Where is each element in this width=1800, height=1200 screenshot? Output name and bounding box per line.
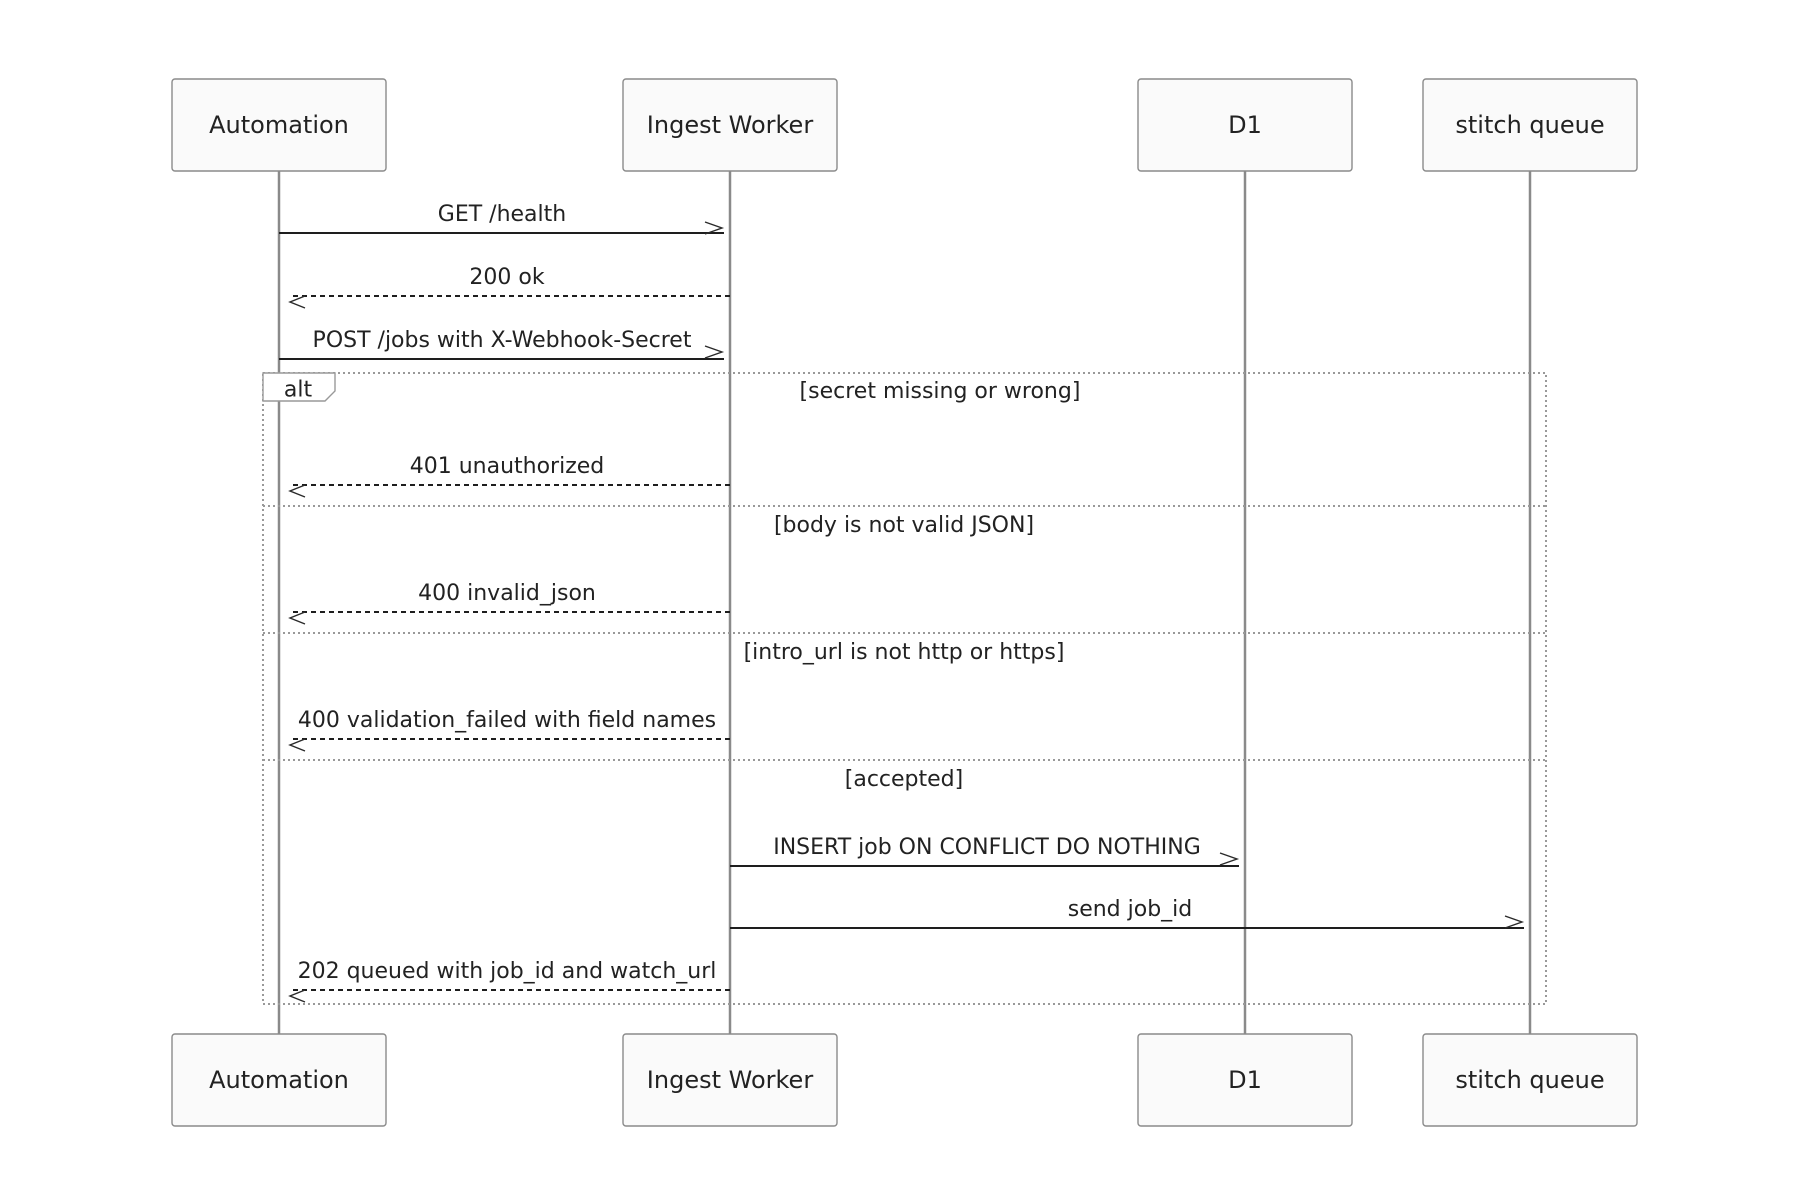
participants-top: Automation Ingest Worker D1 stitch queue — [171, 78, 1638, 172]
alt-frame: alt [secret missing or wrong] [body is n… — [262, 372, 1547, 1005]
participant-box — [171, 1033, 387, 1127]
message-send-job-id: send job_id — [730, 897, 1525, 929]
message-400-invalid-json: 400 invalid_json — [288, 581, 730, 625]
participant-stitch-queue: stitch queue — [1422, 1033, 1638, 1127]
alt-frame-label: alt — [284, 378, 313, 403]
participant-d1: D1 — [1137, 78, 1353, 172]
message-label: send job_id — [1068, 897, 1193, 922]
lifelines — [277, 171, 1532, 1034]
participant-box — [1422, 78, 1638, 172]
participant-box — [622, 78, 838, 172]
message-label: POST /jobs with X-Webhook-Secret — [313, 328, 692, 353]
participant-ingest-worker: Ingest Worker — [622, 78, 838, 172]
arrowhead-icon — [704, 345, 725, 359]
participant-label: stitch queue — [1455, 1066, 1604, 1094]
alt-guard-condition: [body is not valid JSON] — [774, 513, 1034, 538]
participant-box — [1422, 1033, 1638, 1127]
arrowhead-icon — [1219, 852, 1240, 866]
arrowhead-icon — [288, 738, 306, 752]
message-label: 202 queued with job_id and watch_url — [298, 959, 717, 984]
arrowhead-icon — [288, 484, 306, 498]
message-insert-job: INSERT job ON CONFLICT DO NOTHING — [730, 835, 1240, 867]
participants-bottom: Automation Ingest Worker D1 stitch queue — [171, 1033, 1638, 1127]
message-label: 401 unauthorized — [410, 454, 605, 479]
message-400-validation-failed: 400 validation_failed with field names — [288, 708, 730, 752]
alt-frame-border — [262, 372, 1547, 1005]
participant-box — [622, 1033, 838, 1127]
arrowhead-icon — [288, 611, 306, 625]
participant-label: Automation — [209, 111, 349, 139]
arrowhead-icon — [704, 221, 725, 235]
message-label: 200 ok — [469, 265, 544, 290]
alt-frame-tab — [262, 372, 336, 402]
message-post-jobs: POST /jobs with X-Webhook-Secret — [279, 328, 725, 360]
participant-box — [1137, 1033, 1353, 1127]
alt-guard-condition: [accepted] — [845, 767, 963, 792]
participant-label: stitch queue — [1455, 111, 1604, 139]
alt-guard-condition: [intro_url is not http or https] — [744, 640, 1065, 665]
message-label: GET /health — [438, 202, 566, 227]
message-401-unauthorized: 401 unauthorized — [288, 454, 730, 498]
participant-label: Ingest Worker — [647, 111, 814, 139]
message-200-ok: 200 ok — [288, 265, 730, 309]
alt-guard-condition: [secret missing or wrong] — [800, 379, 1081, 404]
participant-d1: D1 — [1137, 1033, 1353, 1127]
participant-label: Ingest Worker — [647, 1066, 814, 1094]
participant-label: D1 — [1228, 111, 1262, 139]
message-label: 400 validation_failed with field names — [298, 708, 716, 733]
message-get-health: GET /health — [279, 202, 725, 235]
participant-stitch-queue: stitch queue — [1422, 78, 1638, 172]
arrowhead-icon — [288, 989, 306, 1003]
participant-ingest-worker: Ingest Worker — [622, 1033, 838, 1127]
arrowhead-icon — [288, 295, 306, 309]
message-202-queued: 202 queued with job_id and watch_url — [288, 959, 730, 1003]
participant-box — [1137, 78, 1353, 172]
participant-automation: Automation — [171, 78, 387, 172]
arrowhead-icon — [1504, 915, 1525, 929]
message-label: INSERT job ON CONFLICT DO NOTHING — [773, 835, 1201, 860]
messages: GET /health 200 ok POST /jobs with X-Web… — [279, 202, 1525, 1003]
participant-label: D1 — [1228, 1066, 1262, 1094]
message-label: 400 invalid_json — [418, 581, 596, 606]
participant-automation: Automation — [171, 1033, 387, 1127]
participant-label: Automation — [209, 1066, 349, 1094]
participant-box — [171, 78, 387, 172]
